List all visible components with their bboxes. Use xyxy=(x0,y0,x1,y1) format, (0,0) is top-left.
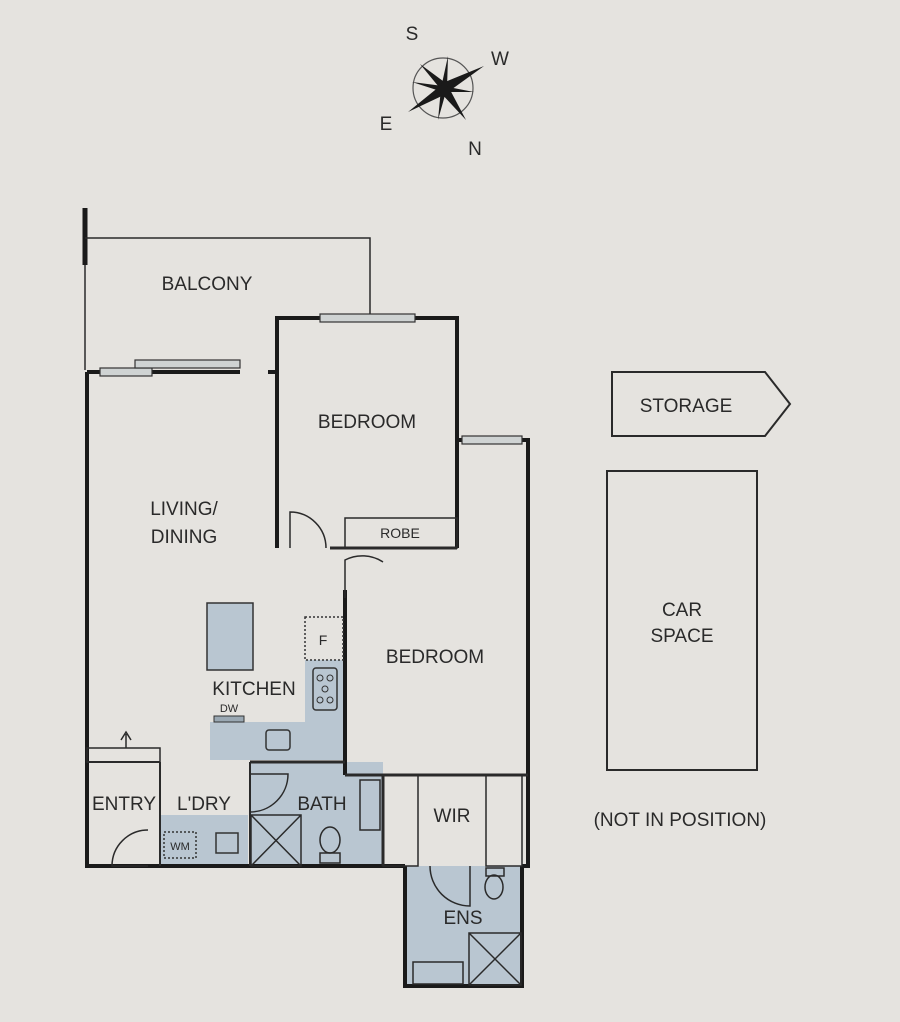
room-bedroom-2: BEDROOM xyxy=(386,647,484,668)
sink-icon xyxy=(265,729,291,751)
entry-arrow-icon xyxy=(120,730,132,748)
cooktop-icon xyxy=(312,667,338,711)
room-robe: ROBE xyxy=(380,525,420,541)
door-ens xyxy=(429,865,471,907)
door-entry xyxy=(111,829,149,867)
room-entry: ENTRY xyxy=(92,794,156,815)
room-dining-label: DINING xyxy=(151,527,218,548)
room-kitchen: KITCHEN xyxy=(212,679,295,700)
door-bath xyxy=(249,773,289,813)
not-in-position-note: (NOT IN POSITION) xyxy=(594,810,767,831)
room-balcony: BALCONY xyxy=(162,274,253,295)
vanity-icon xyxy=(412,961,464,985)
car-space-label-2: SPACE xyxy=(650,626,713,647)
room-ens: ENS xyxy=(443,908,482,929)
dishwasher xyxy=(213,715,245,723)
window xyxy=(319,313,416,323)
door-bedroom2 xyxy=(344,555,384,598)
fridge xyxy=(304,616,344,661)
vanity-icon xyxy=(359,779,381,831)
shower-icon xyxy=(468,932,522,986)
washing-machine xyxy=(163,831,197,859)
compass-s: S xyxy=(406,24,419,45)
room-bedroom-1: BEDROOM xyxy=(318,412,416,433)
window xyxy=(134,359,241,369)
compass-rose-icon xyxy=(408,56,484,120)
dw-label: DW xyxy=(220,703,239,715)
toilet-icon xyxy=(319,826,341,864)
car-space-label-1: CAR xyxy=(662,600,702,621)
door-bedroom1 xyxy=(289,511,327,549)
wm-label: WM xyxy=(170,841,190,853)
fridge-label: F xyxy=(319,632,328,648)
room-living: LIVING/ xyxy=(150,499,218,520)
shower-icon xyxy=(250,814,302,867)
compass-e: E xyxy=(380,114,393,135)
room-wir: WIR xyxy=(434,806,471,827)
storage xyxy=(611,371,792,437)
compass-w: W xyxy=(491,49,509,70)
window xyxy=(99,367,153,377)
compass-n: N xyxy=(468,139,482,160)
room-laundry: L'DRY xyxy=(177,794,231,815)
room-bath: BATH xyxy=(297,794,346,815)
storage-label: STORAGE xyxy=(640,396,733,417)
window xyxy=(461,435,523,445)
laundry-tub-icon xyxy=(215,832,239,854)
toilet-icon xyxy=(484,867,505,900)
car-space xyxy=(606,470,758,771)
